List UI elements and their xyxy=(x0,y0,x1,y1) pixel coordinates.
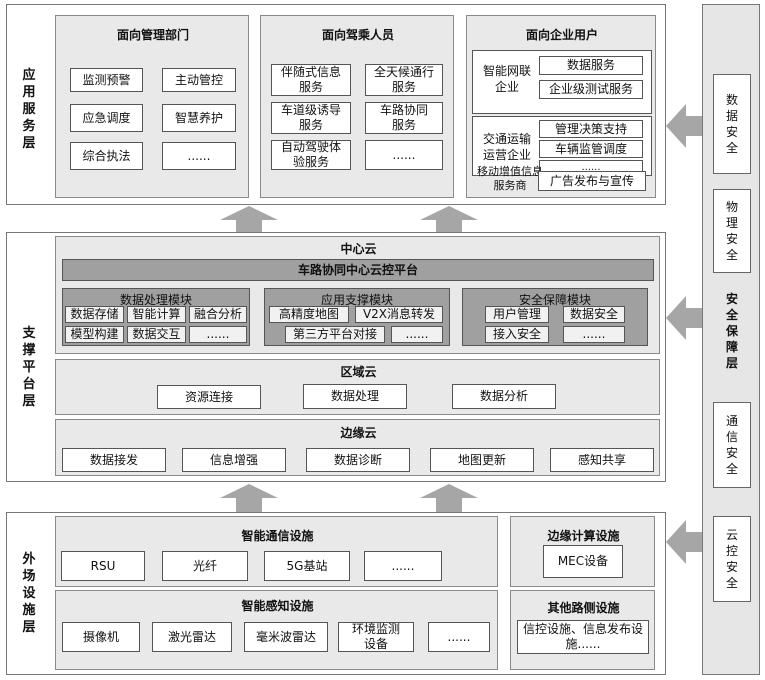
enterprise-item: 企业级测试服务 xyxy=(539,80,643,99)
security-item-cloud: 云控安全 xyxy=(713,516,751,602)
module-title: 应用支撑模块 xyxy=(320,293,393,307)
module-item: 用户管理 xyxy=(485,306,549,323)
edge-item: 数据诊断 xyxy=(306,448,410,472)
support-layer-label: 支撑平台层 xyxy=(22,326,36,409)
left-arrow-icon xyxy=(666,104,706,148)
left-arrow-icon xyxy=(666,296,706,340)
comm-item: RSU xyxy=(61,551,145,581)
edge-cloud-title: 边缘云 xyxy=(340,426,377,440)
module-item: 第三方平台对接 xyxy=(285,326,385,343)
module-item: 数据存储 xyxy=(65,306,124,323)
module-item: 智能计算 xyxy=(127,306,186,323)
up-arrow-icon xyxy=(220,484,278,512)
module-item: 数据安全 xyxy=(563,306,625,323)
comm-facilities: 智能通信设施 RSU 光纤 5G基站 ...... xyxy=(55,516,498,587)
mgmt-item: 综合执法 xyxy=(70,142,143,170)
sense-item: 环境监测设备 xyxy=(338,622,414,652)
center-cloud-title: 中心云 xyxy=(340,242,377,256)
comm-item: ...... xyxy=(364,551,442,581)
mgmt-item: 主动管控 xyxy=(162,68,236,92)
panel-enterprise-title: 面向企业用户 xyxy=(525,28,598,42)
module-security: 安全保障模块 用户管理 数据安全 接入安全 ...... xyxy=(462,288,648,346)
sense-item: 激光雷达 xyxy=(152,622,232,652)
enterprise-group: 交通运输运营企业 管理决策支持 车辆监管调度 ...... xyxy=(472,116,652,176)
enterprise-group-label: 移动增值信息服务商 xyxy=(477,165,543,192)
driver-item: 车路协同服务 xyxy=(365,102,443,134)
module-app-support: 应用支撑模块 高精度地图 V2X消息转发 第三方平台对接 ...... xyxy=(264,288,450,346)
mgmt-item: 智慧养护 xyxy=(162,104,236,132)
sense-item: 摄像机 xyxy=(62,622,140,652)
up-arrow-icon xyxy=(420,484,478,512)
mgmt-item: 应急调度 xyxy=(70,104,143,132)
enterprise-group-label: 智能网联企业 xyxy=(482,64,531,94)
region-item: 数据处理 xyxy=(303,384,407,409)
edge-cloud: 边缘云 数据接发 信息增强 数据诊断 地图更新 感知共享 xyxy=(55,419,660,476)
panel-mgmt-title: 面向管理部门 xyxy=(116,28,189,42)
app-layer-label: 应用服务层 xyxy=(22,68,36,151)
module-item: 模型构建 xyxy=(65,326,124,343)
edge-computing-facilities: 边缘计算设施 MEC设备 xyxy=(510,516,655,587)
edge-item: 信息增强 xyxy=(182,448,286,472)
other-item: 信控设施、信息发布设施...... xyxy=(517,620,649,654)
region-cloud: 区域云 资源连接 数据处理 数据分析 xyxy=(55,359,660,415)
security-item-physical: 物理安全 xyxy=(713,189,751,273)
module-item: V2X消息转发 xyxy=(355,306,443,323)
center-cloud: 中心云 车路协同中心云控平台 数据处理模块 数据存储 智能计算 融合分析 模型构… xyxy=(55,236,660,354)
region-item: 数据分析 xyxy=(452,384,556,409)
panel-enterprise: 面向企业用户 智能网联企业 数据服务 企业级测试服务 交通运输运营企业 管理决策… xyxy=(466,15,656,198)
module-title: 安全保障模块 xyxy=(518,293,591,307)
enterprise-item: 管理决策支持 xyxy=(539,120,643,138)
panel-driver-title: 面向驾乘人员 xyxy=(321,28,394,42)
module-item: 数据交互 xyxy=(127,326,186,343)
driver-item: ...... xyxy=(365,140,443,170)
edgecomp-item: MEC设备 xyxy=(543,545,623,578)
left-arrow-icon xyxy=(666,520,706,564)
mgmt-item: ...... xyxy=(162,142,236,170)
panel-driver: 面向驾乘人员 伴随式信息服务 全天候通行服务 车道级诱导服务 车路协同服务 自动… xyxy=(260,15,454,198)
enterprise-group: 智能网联企业 数据服务 企业级测试服务 xyxy=(472,50,652,114)
module-item: ...... xyxy=(563,326,625,343)
security-item-data: 数据安全 xyxy=(713,74,751,174)
enterprise-item: 数据服务 xyxy=(539,56,643,75)
comm-item: 5G基站 xyxy=(264,551,350,581)
up-arrow-icon xyxy=(220,206,278,232)
panel-mgmt: 面向管理部门 监测预警 主动管控 应急调度 智慧养护 综合执法 ...... xyxy=(55,15,249,198)
edge-item: 数据接发 xyxy=(62,448,166,472)
security-layer: 数据安全 物理安全 安全保障层 通信安全 云控安全 xyxy=(702,4,760,675)
security-layer-title: 安全保障层 xyxy=(725,292,738,370)
center-cloud-platform: 车路协同中心云控平台 xyxy=(62,259,654,281)
sense-facilities: 智能感知设施 摄像机 激光雷达 毫米波雷达 环境监测设备 ...... xyxy=(55,590,498,670)
other-roadside-facilities: 其他路侧设施 信控设施、信息发布设施...... xyxy=(510,590,655,670)
sense-item: ...... xyxy=(428,622,490,652)
sense-facilities-title: 智能感知设施 xyxy=(241,599,314,613)
mgmt-item: 监测预警 xyxy=(70,68,143,92)
other-roadside-title: 其他路侧设施 xyxy=(547,601,620,615)
region-item: 资源连接 xyxy=(157,385,261,409)
up-arrow-icon xyxy=(420,206,478,232)
edge-item: 感知共享 xyxy=(550,448,654,472)
comm-item: 光纤 xyxy=(162,551,248,581)
sense-item: 毫米波雷达 xyxy=(244,622,328,652)
module-item: ...... xyxy=(391,326,443,343)
security-item-comm: 通信安全 xyxy=(713,402,751,488)
enterprise-group-label: 交通运输运营企业 xyxy=(482,132,531,162)
edge-item: 地图更新 xyxy=(430,448,534,472)
driver-item: 全天候通行服务 xyxy=(365,64,443,96)
field-layer-label: 外场设施层 xyxy=(22,552,36,635)
module-item: 接入安全 xyxy=(485,326,549,343)
edge-computing-title: 边缘计算设施 xyxy=(547,529,620,543)
enterprise-item: 广告发布与宣传 xyxy=(538,171,646,191)
driver-item: 自动驾驶体验服务 xyxy=(271,140,351,170)
module-item: 高精度地图 xyxy=(269,306,349,323)
driver-item: 伴随式信息服务 xyxy=(271,64,351,96)
module-title: 数据处理模块 xyxy=(119,293,192,307)
module-item: ...... xyxy=(189,326,247,343)
enterprise-item: 车辆监管调度 xyxy=(539,140,643,158)
driver-item: 车道级诱导服务 xyxy=(271,102,351,134)
region-cloud-title: 区域云 xyxy=(340,365,377,379)
module-item: 融合分析 xyxy=(189,306,247,323)
comm-facilities-title: 智能通信设施 xyxy=(241,529,314,543)
module-data-processing: 数据处理模块 数据存储 智能计算 融合分析 模型构建 数据交互 ...... xyxy=(62,288,250,346)
